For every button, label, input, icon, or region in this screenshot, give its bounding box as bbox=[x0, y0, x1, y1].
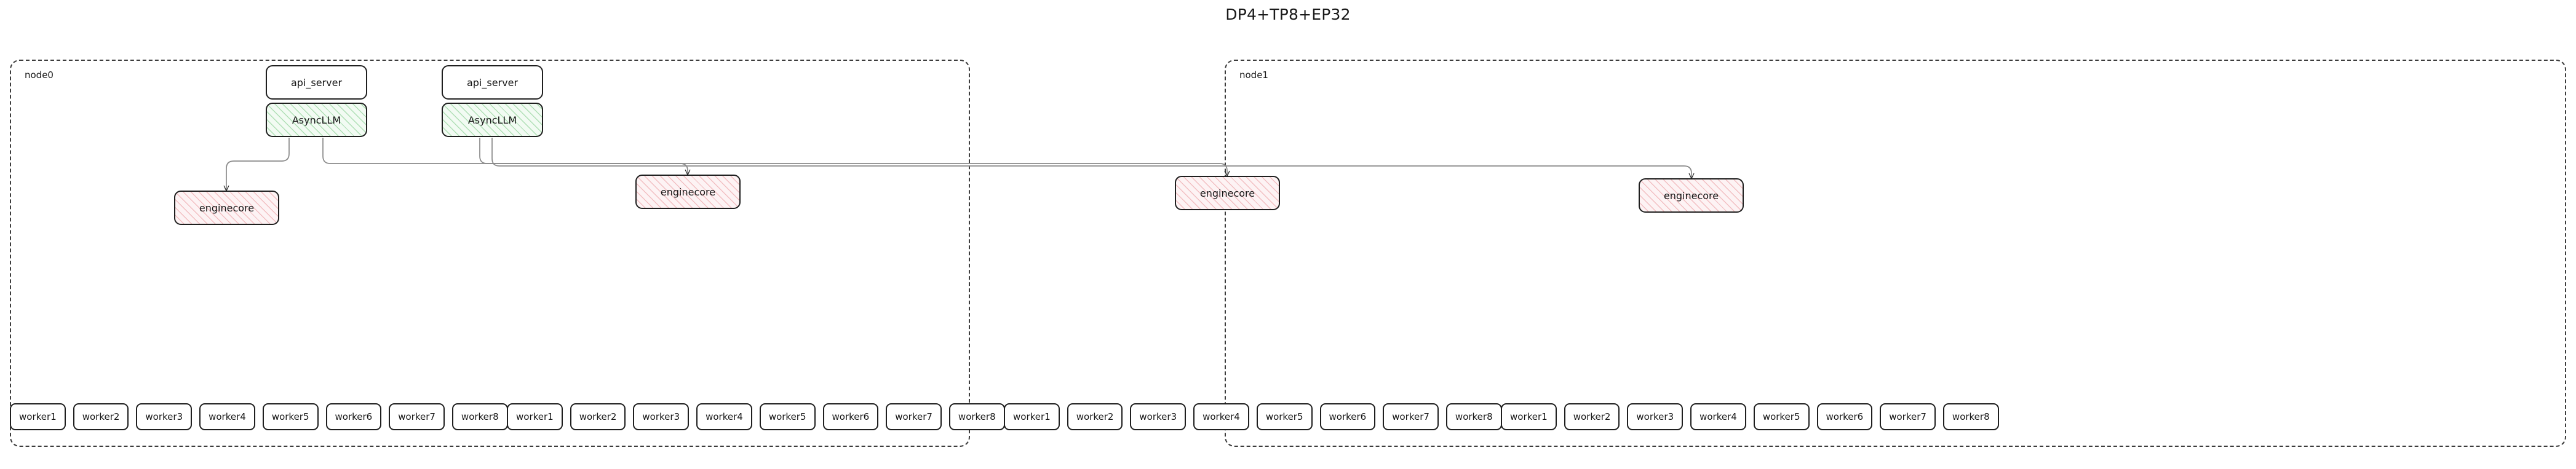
enginecore-box-1[interactable]: enginecore bbox=[174, 191, 279, 225]
worker-box[interactable]: worker2 bbox=[1564, 403, 1620, 430]
worker-box[interactable]: worker5 bbox=[759, 403, 816, 430]
asyncllm-box-1[interactable]: AsyncLLM bbox=[266, 103, 367, 137]
worker-box[interactable]: worker6 bbox=[1816, 403, 1873, 430]
worker-box[interactable]: worker3 bbox=[1130, 403, 1187, 430]
worker-box[interactable]: worker7 bbox=[1880, 403, 1936, 430]
worker-box[interactable]: worker2 bbox=[73, 403, 129, 430]
worker-box[interactable]: worker8 bbox=[1445, 403, 1502, 430]
worker-row-node1-group1: worker1 worker2 worker3 worker4 worker5 … bbox=[1004, 403, 1502, 430]
worker-box[interactable]: worker1 bbox=[1004, 403, 1060, 430]
node-panel-node0: node0 bbox=[10, 60, 970, 447]
worker-box[interactable]: worker4 bbox=[1690, 403, 1746, 430]
worker-box[interactable]: worker5 bbox=[262, 403, 319, 430]
api-server-box-2[interactable]: api_server bbox=[442, 65, 543, 100]
worker-row-node0-group1: worker1 worker2 worker3 worker4 worker5 … bbox=[10, 403, 508, 430]
worker-box[interactable]: worker7 bbox=[389, 403, 445, 430]
enginecore-box-3[interactable]: enginecore bbox=[1175, 176, 1280, 210]
worker-box[interactable]: worker3 bbox=[1627, 403, 1684, 430]
worker-box[interactable]: worker7 bbox=[886, 403, 942, 430]
worker-box[interactable]: worker1 bbox=[1501, 403, 1557, 430]
page-title: DP4+TP8+EP32 bbox=[1225, 6, 1351, 23]
asyncllm-box-2[interactable]: AsyncLLM bbox=[442, 103, 543, 137]
worker-box[interactable]: worker2 bbox=[1067, 403, 1123, 430]
api-server-box-1[interactable]: api_server bbox=[266, 65, 367, 100]
worker-box[interactable]: worker4 bbox=[696, 403, 752, 430]
worker-box[interactable]: worker7 bbox=[1383, 403, 1439, 430]
worker-box[interactable]: worker6 bbox=[325, 403, 382, 430]
worker-box[interactable]: worker4 bbox=[1193, 403, 1249, 430]
node-label-node1: node1 bbox=[1239, 69, 1268, 81]
enginecore-box-2[interactable]: enginecore bbox=[635, 175, 741, 209]
worker-box[interactable]: worker2 bbox=[570, 403, 626, 430]
worker-box[interactable]: worker8 bbox=[451, 403, 508, 430]
worker-box[interactable]: worker6 bbox=[822, 403, 879, 430]
worker-box[interactable]: worker5 bbox=[1256, 403, 1313, 430]
worker-box[interactable]: worker8 bbox=[948, 403, 1005, 430]
worker-row-node0-group2: worker1 worker2 worker3 worker4 worker5 … bbox=[507, 403, 1005, 430]
worker-box[interactable]: worker4 bbox=[199, 403, 255, 430]
worker-box[interactable]: worker1 bbox=[10, 403, 66, 430]
node-label-node0: node0 bbox=[25, 69, 54, 81]
worker-box[interactable]: worker6 bbox=[1319, 403, 1376, 430]
worker-box[interactable]: worker5 bbox=[1753, 403, 1810, 430]
worker-box[interactable]: worker8 bbox=[1942, 403, 1999, 430]
enginecore-box-4[interactable]: enginecore bbox=[1639, 178, 1744, 213]
worker-box[interactable]: worker1 bbox=[507, 403, 563, 430]
worker-row-node1-group2: worker1 worker2 worker3 worker4 worker5 … bbox=[1501, 403, 1999, 430]
worker-box[interactable]: worker3 bbox=[136, 403, 193, 430]
worker-box[interactable]: worker3 bbox=[633, 403, 690, 430]
node-panel-node1: node1 bbox=[1225, 60, 2566, 447]
